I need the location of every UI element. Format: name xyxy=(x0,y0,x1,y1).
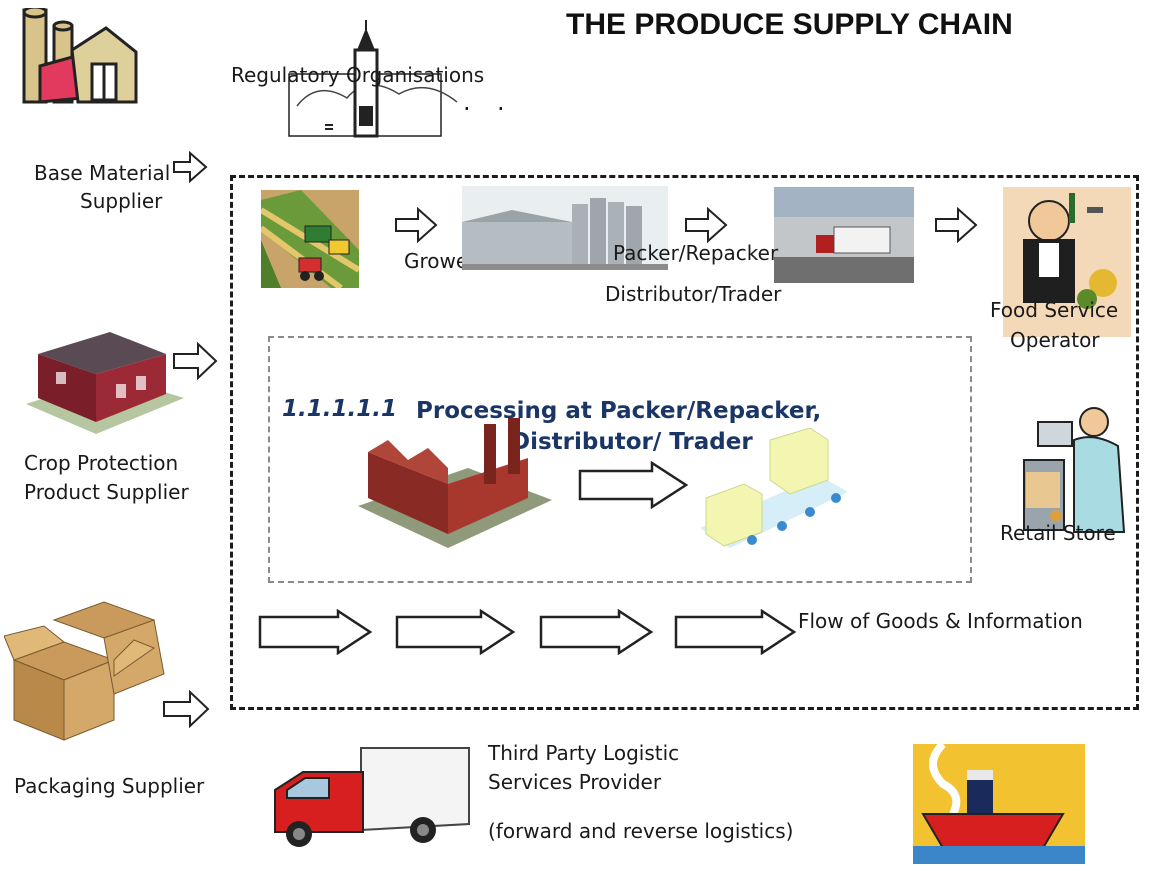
regulatory-building-icon xyxy=(288,20,458,138)
logistics-note: (forward and reverse logistics) xyxy=(488,819,794,843)
arrow-right-icon xyxy=(395,207,438,243)
arrow-right-icon xyxy=(173,150,208,184)
crop-protection-label: Product Supplier xyxy=(24,480,189,504)
crop-protection-label: Crop Protection xyxy=(24,451,179,475)
cashier-icon xyxy=(1023,407,1126,533)
cardboard-boxes-icon xyxy=(4,601,165,741)
retail-store-label: Retail Store xyxy=(1000,521,1116,545)
waiter-icon xyxy=(1003,187,1131,337)
packer-label: Packer/Repacker xyxy=(613,241,779,265)
distributor-label: Distributor/Trader xyxy=(605,282,782,306)
logistics-label: Services Provider xyxy=(488,770,662,794)
factory-icon xyxy=(358,418,552,548)
conveyor-boxes-icon xyxy=(700,428,848,548)
regulatory-label: Regulatory Organisations xyxy=(231,63,485,87)
arrow-right-icon xyxy=(935,207,978,243)
grower-field-icon xyxy=(261,190,359,288)
base-material-label: Supplier xyxy=(80,189,163,213)
food-service-label: Operator xyxy=(1010,328,1100,352)
processing-number: 1.1.1.1.1 xyxy=(282,396,397,422)
flow-label: Flow of Goods & Information xyxy=(798,609,1083,633)
warehouse-icon xyxy=(26,332,184,434)
ellipsis-dots: · xyxy=(463,95,471,123)
truck-icon xyxy=(274,747,470,847)
supply-chain-boundary xyxy=(230,175,1139,710)
flow-arrow-icon xyxy=(258,609,373,655)
distribution-center-image xyxy=(774,187,914,283)
ellipsis-dots: · xyxy=(497,95,505,123)
processing-heading: Processing at Packer/Repacker, xyxy=(416,398,822,424)
flow-arrow-icon xyxy=(674,609,797,655)
arrow-right-icon xyxy=(173,342,218,380)
food-service-label: Food Service xyxy=(990,298,1119,322)
processing-boundary xyxy=(268,336,972,583)
flow-arrow-icon xyxy=(539,609,654,655)
base-material-label: Base Material xyxy=(34,161,171,185)
flow-arrow-icon xyxy=(395,609,516,655)
packing-facility-image xyxy=(462,186,668,270)
logistics-label: Third Party Logistic xyxy=(488,741,680,765)
packaging-label: Packaging Supplier xyxy=(14,774,205,798)
ship-icon xyxy=(913,744,1085,864)
processing-heading: Distributor/ Trader xyxy=(511,429,753,455)
arrow-right-icon xyxy=(163,690,210,728)
arrow-right-icon xyxy=(578,461,689,509)
farm-silo-icon xyxy=(22,8,138,104)
arrow-right-icon xyxy=(685,207,728,243)
page-title: THE PRODUCE SUPPLY CHAIN xyxy=(566,8,1013,41)
